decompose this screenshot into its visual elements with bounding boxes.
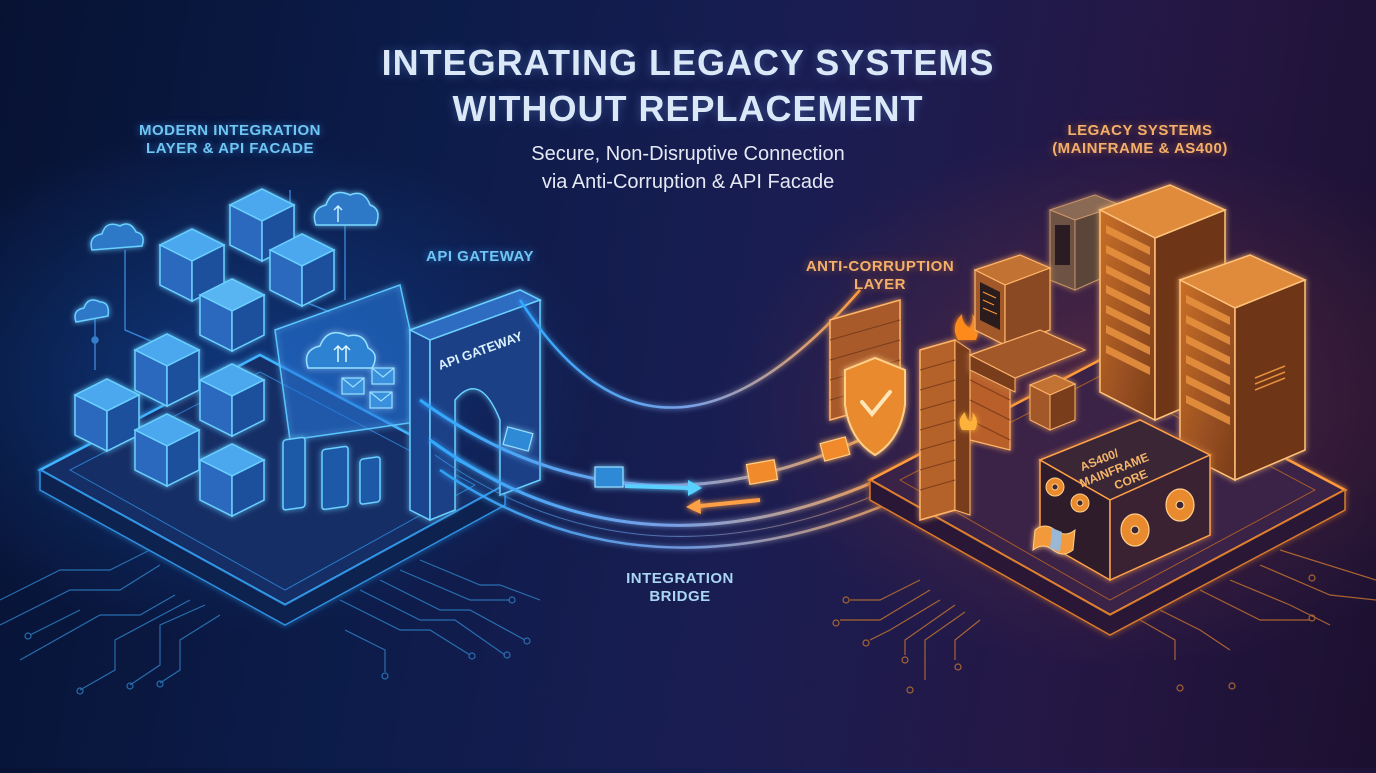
cube <box>133 333 201 408</box>
punch-tape-icon <box>1032 525 1076 555</box>
cube <box>133 413 201 488</box>
tablet-icon <box>321 445 349 511</box>
title-line-1: INTEGRATING LEGACY SYSTEMS <box>381 42 995 83</box>
cube-cluster <box>73 188 336 518</box>
device-icons <box>282 436 381 511</box>
cloud-upload-icon <box>305 331 376 369</box>
cube <box>228 188 296 263</box>
cloud-upload-icon <box>313 191 379 226</box>
cube <box>198 443 266 518</box>
envelope-icon <box>745 436 851 485</box>
envelope-icon <box>502 426 624 488</box>
title-line-2: WITHOUT REPLACEMENT <box>452 88 924 129</box>
mainframe-core-box: AS400/ MAINFRAME CORE <box>1032 419 1212 582</box>
modern-layer-label: MODERN INTEGRATION LAYER & API FACADE <box>138 122 322 157</box>
cloud-icon <box>74 299 110 323</box>
subtitle-line-1: Secure, Non-Disruptive Connection <box>531 143 845 165</box>
circuit-traces-right <box>832 549 1376 694</box>
page-subtitle: Secure, Non-Disruptive Connection via An… <box>388 140 988 196</box>
integration-bridge-label: INTEGRATION BRIDGE <box>626 570 734 605</box>
page-title: INTEGRATING LEGACY SYSTEMS WITHOUT REPLA… <box>288 40 1088 132</box>
terminal-icon <box>968 254 1087 393</box>
circuit-traces-left <box>0 549 541 695</box>
arrow-right-icon <box>624 480 702 496</box>
anti-corruption-label: ANTI-CORRUPTION LAYER <box>805 258 955 293</box>
tablet-icon <box>282 436 306 511</box>
cube <box>268 233 336 308</box>
api-gateway-label: API GATEWAY <box>425 248 535 265</box>
fire-icon <box>954 314 979 430</box>
phone-icon <box>359 456 381 505</box>
cube <box>73 378 141 453</box>
envelope-icon <box>341 367 395 409</box>
server-rack-icon <box>1178 254 1307 482</box>
shield-check-icon <box>844 356 906 457</box>
cube <box>158 228 226 303</box>
legacy-systems-label: LEGACY SYSTEMS (MAINFRAME & AS400) <box>1052 122 1228 157</box>
cube <box>198 363 266 438</box>
api-facade-panel <box>274 284 431 441</box>
gear-icon <box>1045 477 1090 513</box>
tape-reel-icon <box>1120 488 1195 547</box>
small-server-icon <box>1028 374 1077 431</box>
integration-bridge <box>419 289 941 549</box>
subtitle-line-2: via Anti-Corruption & API Facade <box>541 171 835 193</box>
arrow-left-icon <box>686 498 761 514</box>
api-gateway-arch: API GATEWAY <box>408 289 542 522</box>
cube <box>198 278 266 353</box>
cloud-icon <box>90 223 144 251</box>
